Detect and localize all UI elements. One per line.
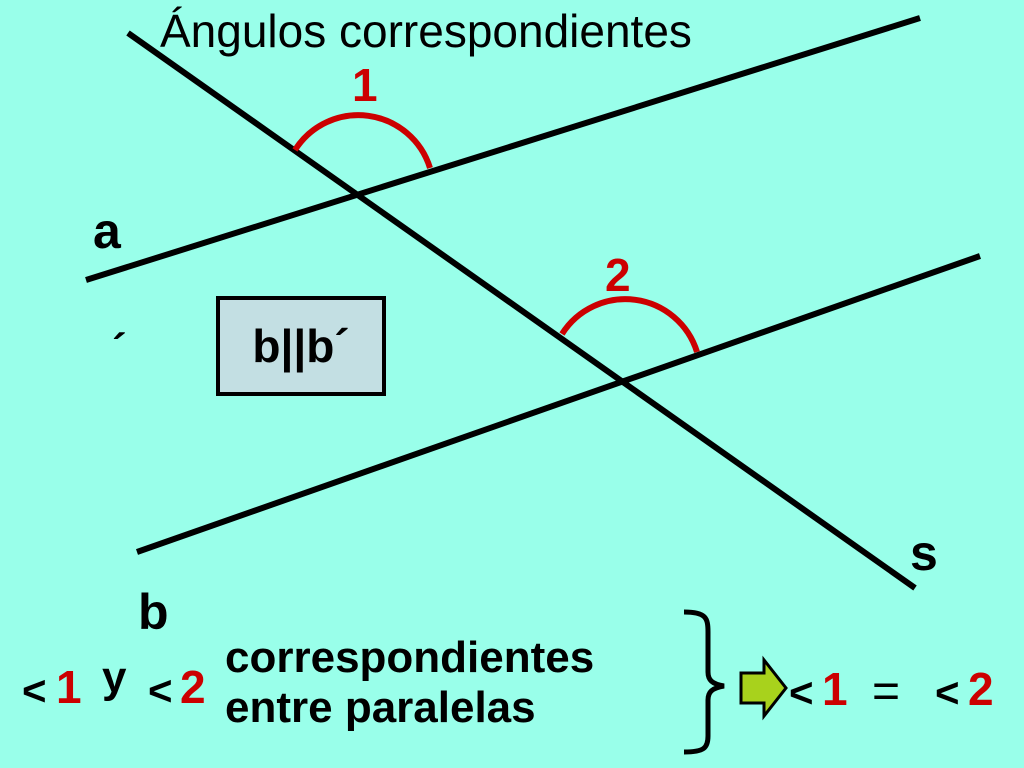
parallel-notation-box: b||b´	[216, 296, 386, 396]
parallel-notation: b||b´	[252, 320, 350, 372]
statement-line-2: entre paralelas	[225, 683, 536, 732]
angle-2-ref: 2	[180, 661, 206, 713]
line-a-label: a	[93, 203, 121, 259]
conjunction-y: y	[102, 653, 127, 702]
angle-2-result: 2	[968, 663, 994, 715]
angle-1-result: 1	[822, 663, 848, 715]
angle-symbol: <	[935, 669, 960, 716]
page-title: Ángulos correspondientes	[160, 5, 692, 57]
right-arrow-icon	[739, 655, 788, 721]
angle-symbol: <	[22, 667, 47, 714]
angle-1-ref: 1	[56, 661, 82, 713]
angle-symbol: <	[789, 669, 814, 716]
angle-1-label: 1	[352, 59, 378, 111]
line-a	[85, 15, 921, 283]
angle-2-arc	[559, 296, 700, 353]
stray-prime-mark: ´	[112, 325, 127, 374]
line-b	[136, 253, 981, 555]
line-s-label: s	[910, 525, 938, 581]
line-b-label: b	[138, 584, 169, 640]
angle-2-label: 2	[605, 249, 631, 301]
curly-brace	[683, 609, 725, 755]
statement-line-1: correspondientes	[225, 633, 595, 682]
equals-sign: =	[872, 665, 901, 718]
angle-symbol: <	[148, 667, 173, 714]
angle-1-arc	[292, 112, 433, 169]
transversal-s	[126, 30, 917, 591]
